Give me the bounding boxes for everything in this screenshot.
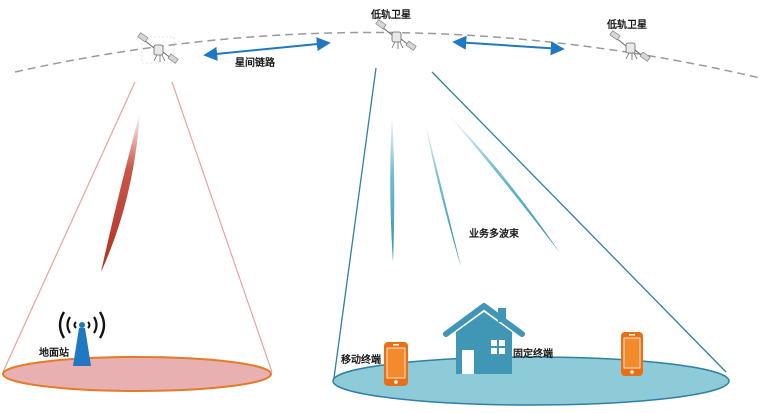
mobile-terminal-label: 移动终端 — [341, 353, 381, 366]
fixed-terminal-label: 固定终端 — [513, 347, 553, 360]
mobile-phone-icon — [384, 342, 408, 386]
satellite-icon — [609, 30, 651, 62]
right-coverage-cone — [333, 67, 727, 379]
leo-satellite-label-right: 低轨卫星 — [606, 18, 647, 31]
ground-station-label: 地面站 — [39, 346, 69, 359]
beam-2 — [424, 118, 461, 267]
mobile-phone-icon — [621, 332, 643, 376]
radio-tower-icon — [58, 311, 106, 366]
beam-1 — [390, 112, 395, 262]
inter-satellite-link-arrow — [203, 37, 331, 61]
left-beam — [101, 112, 140, 272]
satellite-icon — [375, 19, 417, 51]
house-icon — [443, 303, 525, 374]
left-coverage-cone — [2, 81, 273, 373]
leo-satellite-label-center: 低轨卫星 — [370, 8, 411, 21]
satellite-icon — [137, 32, 179, 64]
left-footprint — [2, 356, 272, 392]
multi-beam-label: 业务多波束 — [469, 227, 520, 240]
inter-satellite-link-arrow — [452, 35, 565, 56]
inter-satellite-link-label: 星间链路 — [235, 56, 276, 69]
orbit-arc — [14, 31, 761, 79]
